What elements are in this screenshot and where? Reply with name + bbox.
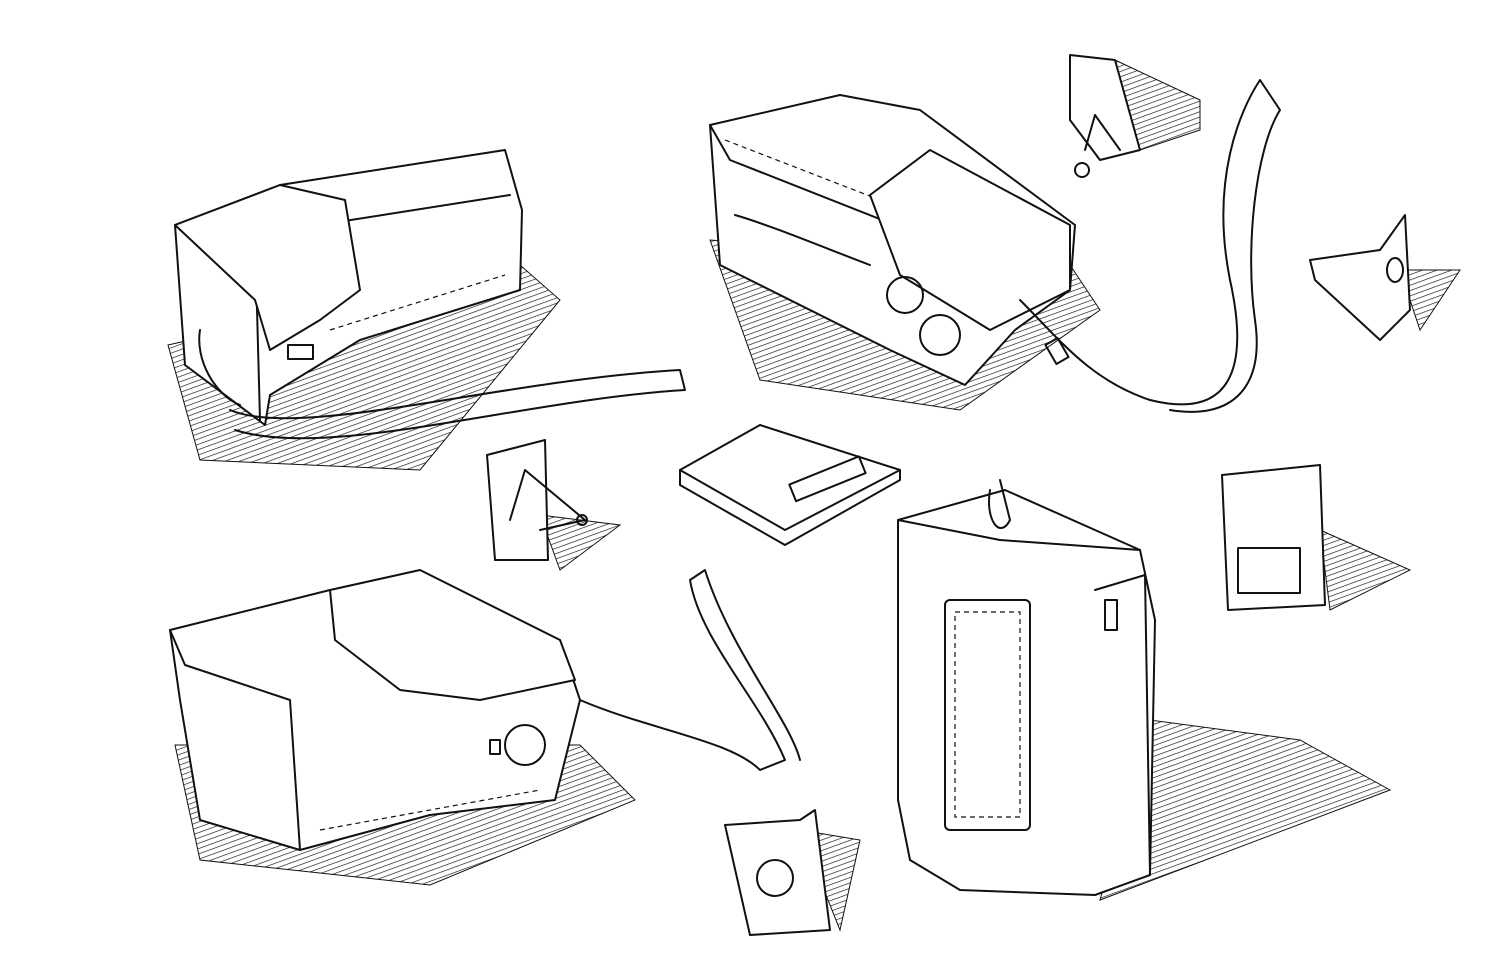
- lens-cap-sketch: [1069, 54, 1201, 178]
- lens-cap-sketch: [724, 809, 861, 936]
- memory-card-sketch: [679, 424, 901, 546]
- camera-case-top-left: [167, 149, 686, 471]
- camera-case-bottom-left: [169, 569, 801, 886]
- lens-cap-sketch: [486, 439, 622, 571]
- memory-card-sketch: [1221, 464, 1412, 611]
- camera-case-standing: [897, 479, 1392, 901]
- camera-case-top-right: [709, 79, 1281, 413]
- lens-cap-sketch: [1309, 214, 1461, 341]
